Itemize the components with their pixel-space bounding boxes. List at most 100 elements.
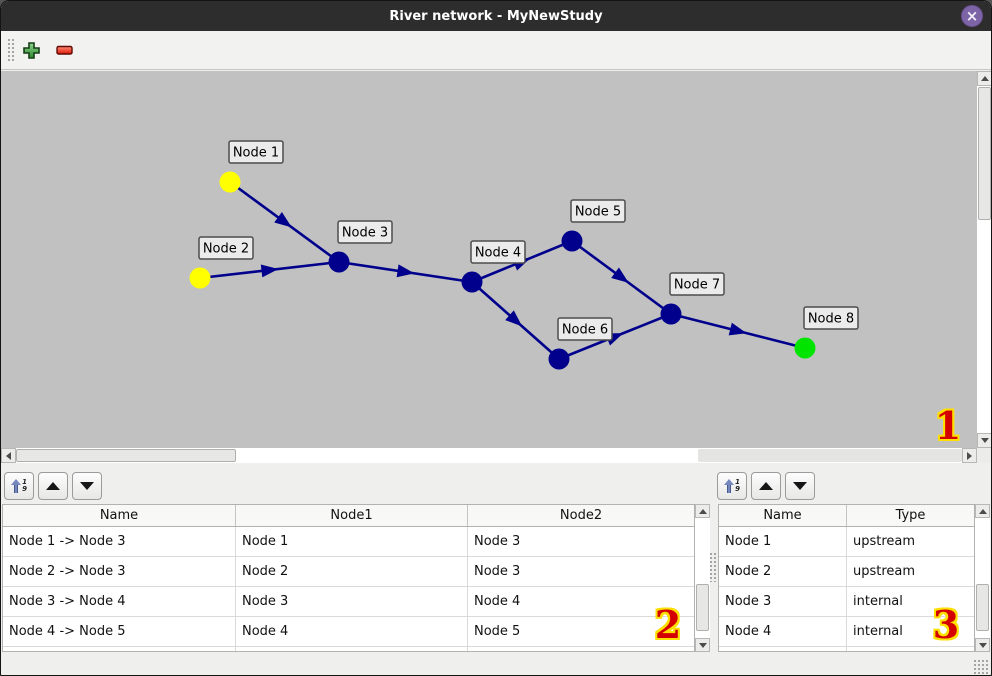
triangle-down-icon	[978, 642, 987, 648]
table-cell[interactable]: Node 4	[236, 617, 468, 647]
arrow-up-icon	[759, 482, 773, 490]
table-cell[interactable]: Node 1	[236, 527, 468, 557]
remove-button[interactable]	[52, 38, 76, 62]
vscroll-thumb[interactable]	[696, 584, 709, 631]
table-cell[interactable]: Node 3	[468, 557, 694, 587]
toolbar-drag-handle[interactable]	[7, 38, 15, 63]
node-label[interactable]: Node 4	[470, 240, 526, 264]
links-move-down-button[interactable]	[72, 472, 102, 500]
table-cell[interactable]: Node 3	[719, 587, 847, 617]
column-header[interactable]: Name	[3, 505, 236, 526]
network-node[interactable]	[461, 271, 483, 293]
table-cell[interactable]: Node 4	[468, 587, 694, 617]
table-cell[interactable]: upstream	[847, 527, 974, 557]
canvas-vscrollbar[interactable]	[977, 71, 991, 448]
scroll-up-button[interactable]	[977, 71, 991, 86]
column-header[interactable]: Type	[895, 508, 926, 523]
arrow-up-icon	[46, 482, 60, 490]
window-title: River network - MyNewStudy	[389, 8, 603, 24]
arrow-down-icon	[80, 482, 94, 490]
links-table-vscrollbar[interactable]	[695, 504, 710, 652]
table-cell[interactable]: upstream	[847, 557, 974, 587]
node-label[interactable]: Node 8	[803, 306, 859, 330]
river-network-canvas[interactable]: Node 1 Node 2 Node 3 Node 4 Node 5 Node 6 Node…	[1, 71, 977, 448]
network-node[interactable]	[189, 267, 211, 289]
scroll-down-button[interactable]	[695, 638, 710, 652]
close-button[interactable]: ×	[961, 5, 983, 27]
svg-text:Node 8: Node 8	[808, 312, 854, 327]
arrow-down-icon	[793, 482, 807, 490]
network-node[interactable]	[794, 337, 816, 359]
triangle-down-icon	[980, 438, 989, 443]
scroll-right-button[interactable]	[962, 448, 977, 463]
table-cell[interactable]	[3, 647, 236, 651]
table-cell[interactable]: Node 3	[468, 527, 694, 557]
canvas-hscrollbar[interactable]	[1, 448, 977, 463]
node-label[interactable]: Node 2	[198, 236, 254, 260]
table-cell[interactable]: Node 3	[236, 587, 468, 617]
window-resize-grip[interactable]	[973, 659, 989, 674]
table-cell[interactable]: internal	[847, 587, 974, 617]
table-cell[interactable]: Node 1	[719, 527, 847, 557]
table-cell[interactable]: Node 3 -> Node 4	[3, 587, 236, 617]
table-row[interactable]	[719, 647, 974, 651]
table-cell[interactable]	[236, 647, 468, 651]
node-label[interactable]: Node 1	[228, 140, 284, 164]
network-node[interactable]	[219, 171, 241, 193]
scroll-up-button[interactable]	[975, 504, 990, 518]
table-row[interactable]	[3, 647, 694, 651]
column-header[interactable]: Node2	[559, 508, 603, 523]
table-cell[interactable]	[847, 647, 974, 651]
nodes-table-header: Name Type	[719, 505, 974, 527]
table-cell[interactable]: Node 2 -> Node 3	[3, 557, 236, 587]
table-cell[interactable]: Node 4 -> Node 5	[3, 617, 236, 647]
triangle-left-icon	[6, 451, 11, 460]
table-cell[interactable]: Node 2	[236, 557, 468, 587]
table-cell[interactable]: Node 5	[468, 617, 694, 647]
table-cell[interactable]	[719, 647, 847, 651]
hscroll-thumb[interactable]	[16, 449, 236, 462]
node-label[interactable]: Node 6	[557, 317, 613, 341]
minus-icon	[55, 45, 73, 55]
scroll-down-button[interactable]	[975, 638, 990, 652]
table-cell[interactable]: Node 2	[719, 557, 847, 587]
network-node[interactable]	[328, 251, 350, 273]
scroll-left-button[interactable]	[1, 448, 16, 463]
table-cell[interactable]: Node 1 -> Node 3	[3, 527, 236, 557]
table-cell[interactable]	[468, 647, 694, 651]
scroll-up-button[interactable]	[695, 504, 710, 518]
node-label[interactable]: Node 3	[337, 220, 393, 244]
nodes-move-up-button[interactable]	[751, 472, 781, 500]
network-node[interactable]	[660, 303, 682, 325]
add-button[interactable]	[19, 38, 43, 62]
panel-splitter-handle[interactable]	[709, 552, 716, 582]
node-label[interactable]: Node 5	[570, 199, 626, 223]
network-node[interactable]	[561, 230, 583, 252]
column-header[interactable]: Node1	[236, 505, 468, 526]
nodes-move-down-button[interactable]	[785, 472, 815, 500]
links-move-up-button[interactable]	[38, 472, 68, 500]
nodes-table-vscrollbar[interactable]	[975, 504, 990, 652]
vscroll-thumb[interactable]	[978, 87, 991, 220]
table-cell[interactable]: internal	[847, 617, 974, 647]
title-bar[interactable]: River network - MyNewStudy ×	[1, 1, 991, 31]
triangle-up-icon	[980, 76, 989, 81]
column-header[interactable]: Name	[719, 505, 847, 526]
scroll-down-button[interactable]	[977, 433, 991, 448]
node-label[interactable]: Node 7	[669, 272, 725, 296]
network-node[interactable]	[548, 348, 570, 370]
table-cell[interactable]: Node 4	[719, 617, 847, 647]
vscroll-thumb[interactable]	[976, 584, 989, 631]
